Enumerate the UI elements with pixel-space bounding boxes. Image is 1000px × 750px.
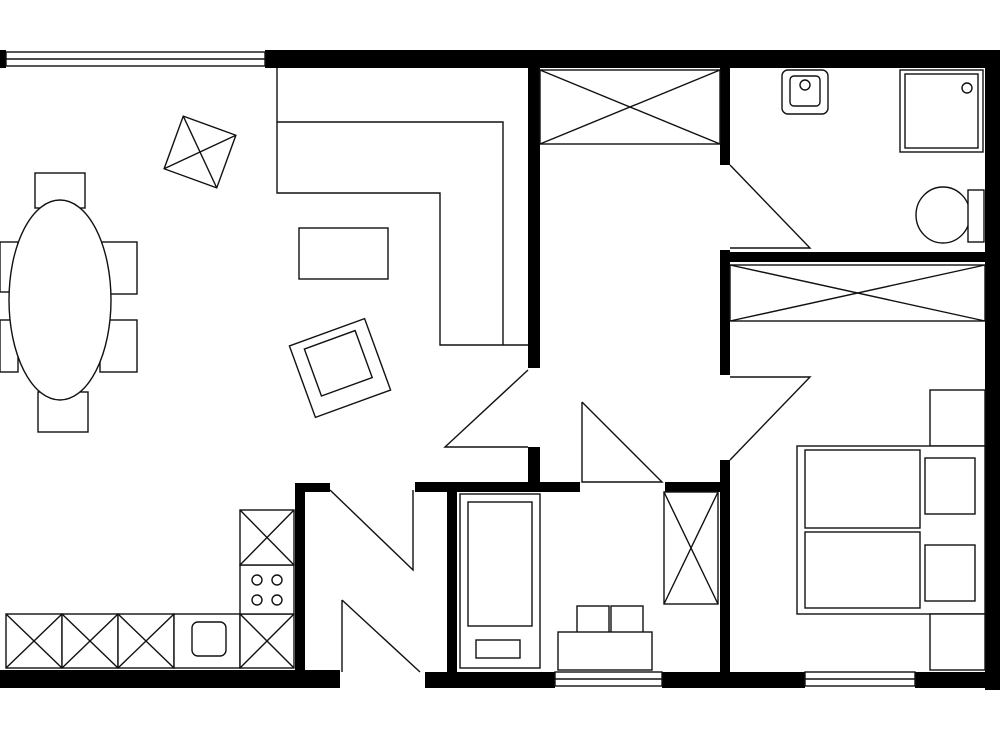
doors [329, 164, 812, 673]
closets [539, 69, 986, 605]
bath-bottom [459, 493, 653, 671]
bedroom [796, 389, 986, 671]
bathroom [781, 69, 985, 244]
dining-table [0, 172, 138, 433]
kitchen [5, 509, 295, 669]
living-furniture [163, 68, 528, 419]
walls [0, 50, 1000, 690]
windows [5, 51, 916, 687]
